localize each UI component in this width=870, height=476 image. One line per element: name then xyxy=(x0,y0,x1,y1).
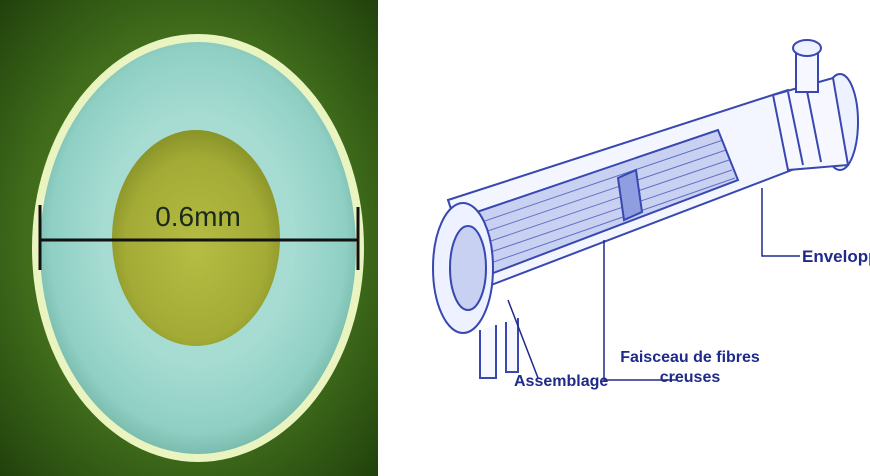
bottom-port xyxy=(480,325,496,378)
hollow-fiber-module-diagram: Enveloppe Faisceau de fibres creuses Ass… xyxy=(378,0,870,476)
scale-label: 0.6mm xyxy=(155,201,241,232)
hollow-fiber-micrograph: 0.6mm xyxy=(0,0,378,476)
left-end-cap-inner xyxy=(450,226,486,310)
bottom-port-2 xyxy=(506,318,518,372)
fiber-lumen xyxy=(112,130,280,346)
label-assemblage: Assemblage xyxy=(514,373,608,390)
label-faisceau-line2: creuses xyxy=(660,369,721,386)
label-faisceau-line1: Faisceau de fibres xyxy=(620,349,760,366)
module-drawing xyxy=(433,40,858,378)
label-enveloppe: Enveloppe xyxy=(802,247,870,266)
leader-enveloppe xyxy=(762,188,800,256)
top-port-cap xyxy=(793,40,821,56)
